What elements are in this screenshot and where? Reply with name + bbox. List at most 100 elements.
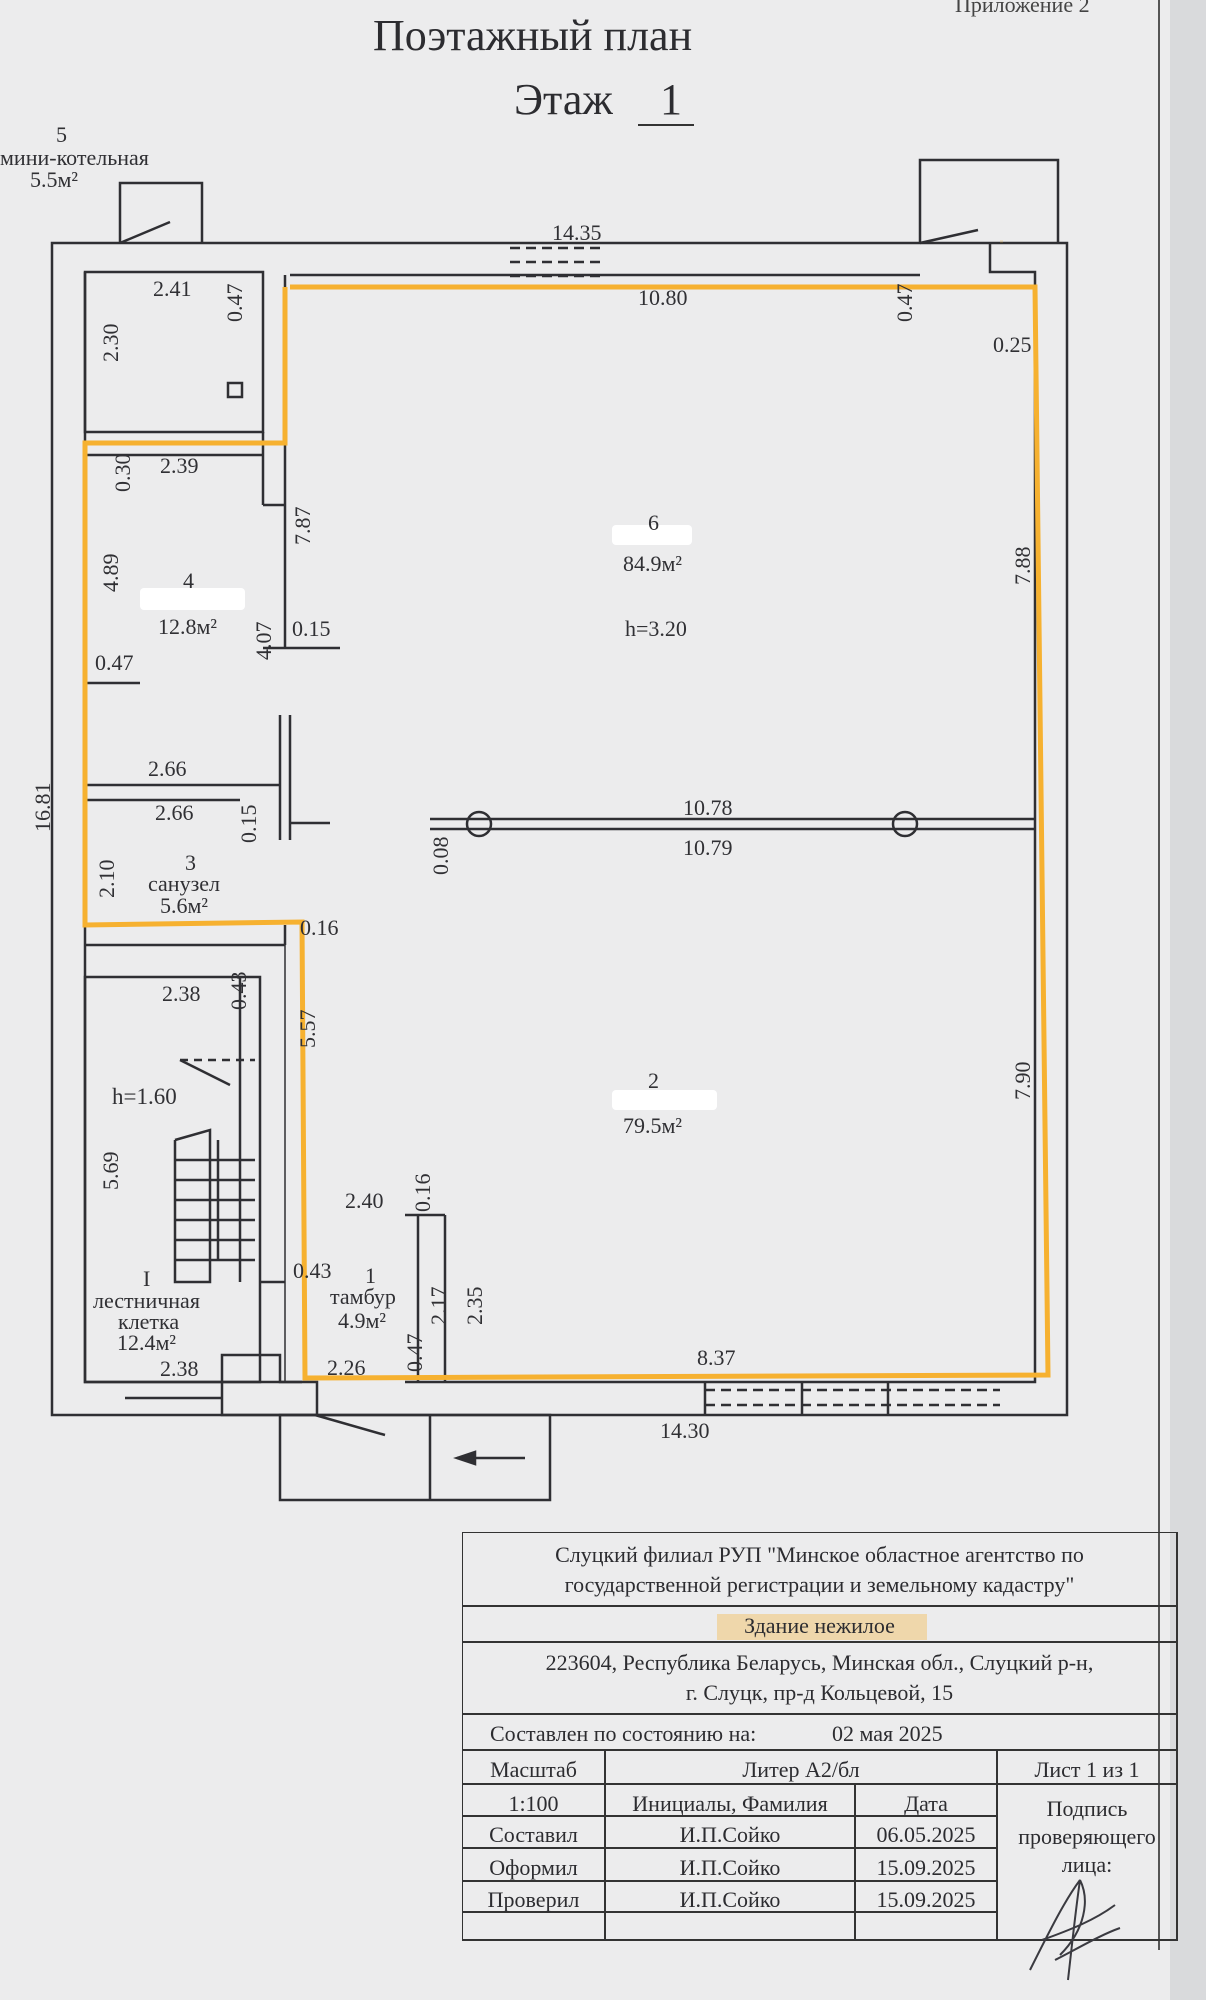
floor-number: 1 bbox=[660, 75, 682, 124]
dim-right-wall: 0.25 bbox=[993, 332, 1032, 357]
dim-sanuzel-wall: 0.15 bbox=[236, 804, 261, 844]
row-1-name: И.П.Сойко bbox=[679, 1822, 781, 1847]
dim-top-outer: 14.35 bbox=[552, 220, 602, 245]
scale-value: 1:100 bbox=[508, 1791, 559, 1816]
redacted-label-room-4 bbox=[140, 588, 245, 610]
org-line-2: государственной регистрации и земельному… bbox=[564, 1572, 1075, 1597]
state-date: 02 мая 2025 bbox=[832, 1721, 943, 1746]
row-1-role: Составил bbox=[489, 1822, 578, 1847]
inner-wall-right bbox=[405, 243, 1037, 1384]
row-3-name: И.П.Сойко bbox=[679, 1887, 781, 1912]
floor-number-underline bbox=[638, 124, 694, 126]
dim-wall-top-left: 0.47 bbox=[222, 283, 247, 323]
dim-wall-top-right: 0.47 bbox=[892, 283, 917, 323]
dim-bottom-outer: 14.30 bbox=[660, 1418, 710, 1443]
outer-wall-outline bbox=[50, 241, 1069, 1417]
inner-wall-left bbox=[83, 272, 302, 1384]
org-line-1: Слуцкий филиал РУП "Минское областное аг… bbox=[555, 1542, 1084, 1567]
room-6-number: 6 bbox=[648, 510, 659, 535]
dim-tambur-bottom: 2.26 bbox=[327, 1355, 366, 1380]
dim-tambur-width: 2.40 bbox=[345, 1188, 384, 1213]
scale-label: Масштаб bbox=[490, 1757, 577, 1782]
floor-plan-sheet bbox=[0, 0, 1170, 2000]
room-3-name: санузел bbox=[148, 871, 221, 896]
dim-stair-wall: 0.43 bbox=[226, 971, 251, 1011]
date-header: Дата bbox=[904, 1791, 948, 1816]
title-block: Слуцкий филиал РУП "Минское областное аг… bbox=[462, 1532, 1179, 1942]
room-1-name: тамбур bbox=[330, 1284, 396, 1309]
dim-beam-wall: 0.08 bbox=[428, 836, 453, 876]
dim-top-inner: 10.80 bbox=[638, 285, 688, 310]
room-I-number: I bbox=[143, 1266, 151, 1291]
liter: Литер А2/бл bbox=[742, 1757, 860, 1782]
page-title: Поэтажный план bbox=[373, 11, 693, 60]
dim-boiler-height: 2.30 bbox=[98, 323, 123, 363]
dim-beam-upper: 10.78 bbox=[683, 795, 733, 820]
sign-header-line-2: проверяющего bbox=[1018, 1824, 1156, 1849]
room-I-name-line1: лестничная bbox=[93, 1288, 200, 1313]
dim-beam-lower: 10.79 bbox=[683, 835, 733, 860]
room-I-name-line2: клетка bbox=[118, 1309, 180, 1334]
dim-partition-557: 5.57 bbox=[295, 1009, 320, 1049]
dim-tambur-wall-left: 0.47 bbox=[402, 1333, 427, 1373]
row-3-role: Проверил bbox=[487, 1887, 580, 1912]
initials-header: Инициалы, Фамилия bbox=[632, 1791, 828, 1816]
room-5-name: мини-котельная bbox=[0, 145, 149, 170]
dim-room4-width: 2.39 bbox=[160, 453, 199, 478]
sheet-edge bbox=[1158, 0, 1160, 1950]
room-1-area: 4.9м² bbox=[338, 1308, 387, 1333]
dim-room4-height: 4.89 bbox=[98, 553, 123, 593]
room-3-number: 3 bbox=[185, 850, 196, 875]
address-line-1: 223604, Республика Беларусь, Минская обл… bbox=[545, 1650, 1094, 1675]
dim-stair-height: 5.69 bbox=[98, 1151, 123, 1191]
dim-sanuzel-width-top: 2.66 bbox=[148, 756, 187, 781]
room-I-area: 12.4м² bbox=[117, 1330, 177, 1355]
room-5-number: 5 bbox=[56, 122, 67, 147]
dim-right-lower: 7.90 bbox=[1010, 1061, 1035, 1101]
dim-stair-width-top: 2.38 bbox=[162, 981, 201, 1006]
dim-sanuzel-width: 2.66 bbox=[155, 800, 194, 825]
title-block-grid bbox=[462, 1532, 1178, 1941]
room-2-area: 79.5м² bbox=[623, 1113, 683, 1138]
room-6-area: 84.9м² bbox=[623, 551, 683, 576]
dim-tambur-h1: 2.17 bbox=[426, 1286, 451, 1326]
dim-partition-787: 7.87 bbox=[290, 506, 315, 546]
address-line-2: г. Слуцк, пр-д Кольцевой, 15 bbox=[685, 1680, 954, 1705]
signature bbox=[1029, 1879, 1121, 1981]
dim-tambur-wall-top: 0.16 bbox=[410, 1173, 435, 1213]
room-2-number: 2 bbox=[648, 1068, 659, 1093]
sign-header-line-3: лица: bbox=[1061, 1852, 1113, 1877]
floor-plan-drawing bbox=[50, 158, 1069, 1502]
dim-room4-partition: 4.07 bbox=[251, 621, 276, 661]
redacted-label-room-6 bbox=[612, 525, 692, 545]
highlighted-area bbox=[82, 284, 1051, 1381]
dim-tambur-h2: 2.35 bbox=[462, 1286, 487, 1326]
room-5-area: 5.5м² bbox=[30, 167, 79, 192]
dim-sanuzel-height: 2.10 bbox=[94, 859, 119, 899]
dim-stair-width-bottom: 2.38 bbox=[160, 1356, 199, 1381]
dim-boiler-width: 2.41 bbox=[153, 276, 192, 301]
row-2-name: И.П.Сойко bbox=[679, 1855, 781, 1880]
building-type: Здание нежилое bbox=[744, 1613, 895, 1638]
room-4-number: 4 bbox=[183, 568, 194, 593]
room-4-area: 12.8м² bbox=[158, 614, 218, 639]
state-label: Составлен по состоянию на: bbox=[490, 1721, 757, 1746]
dim-tambur-wall: 0.43 bbox=[293, 1258, 332, 1283]
dim-partition-015: 0.15 bbox=[292, 616, 331, 641]
dim-bottom-inner: 8.37 bbox=[697, 1345, 736, 1370]
dim-room4-wall: 0.47 bbox=[95, 650, 134, 675]
dim-room4-gap: 0.30 bbox=[110, 453, 135, 493]
dim-right-upper: 7.88 bbox=[1010, 546, 1035, 586]
dim-wall-016: 0.16 bbox=[300, 915, 339, 940]
room-1-number: 1 bbox=[365, 1263, 376, 1288]
row-2-role: Оформил bbox=[489, 1855, 578, 1880]
appendix-label: Приложение 2 bbox=[955, 0, 1090, 17]
dim-left-total: 16.81 bbox=[30, 782, 55, 833]
room-6-height: h=3.20 bbox=[625, 616, 687, 641]
row-1-date: 06.05.2025 bbox=[876, 1822, 976, 1847]
row-3-date: 15.09.2025 bbox=[876, 1887, 976, 1912]
row-2-date: 15.09.2025 bbox=[876, 1855, 976, 1880]
sheet-count: Лист 1 из 1 bbox=[1034, 1757, 1140, 1782]
sign-header-line-1: Подпись bbox=[1046, 1796, 1128, 1821]
redacted-label-room-2 bbox=[612, 1090, 717, 1110]
